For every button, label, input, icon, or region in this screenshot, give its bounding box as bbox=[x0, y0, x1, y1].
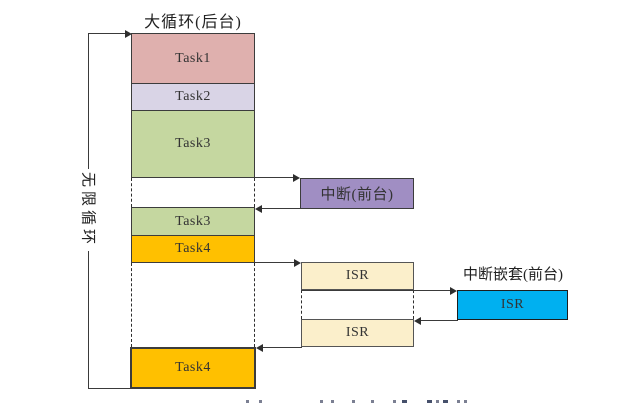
arrow-task4-to-isr-line bbox=[254, 262, 295, 263]
task2-block: Task2 bbox=[131, 83, 255, 111]
loop-bracket-top-line bbox=[88, 33, 125, 34]
arrow-isr-return-to-task4-line bbox=[262, 347, 302, 348]
arrow-nested-return-head-icon bbox=[414, 317, 421, 325]
loop-entry-arrowhead-icon bbox=[125, 30, 132, 38]
main-loop-title: 大循环(后台) bbox=[144, 14, 242, 31]
task3-block-second: Task3 bbox=[131, 207, 255, 236]
interrupt-foreground-block: 中断(前台) bbox=[300, 178, 414, 209]
arrow-isr-to-nested-line bbox=[301, 290, 451, 291]
task1-block: Task1 bbox=[131, 33, 255, 84]
arrow-interrupt-return-line bbox=[261, 208, 301, 209]
isr-gap-left-dashed-line bbox=[301, 290, 302, 319]
column-gap1-left-dashed-line bbox=[131, 178, 132, 207]
isr-block-nested: ISR bbox=[457, 290, 568, 320]
arrow-task3-to-interrupt-head-icon bbox=[293, 174, 300, 182]
isr-block-first: ISR bbox=[301, 262, 414, 290]
nested-interrupt-title: 中断嵌套(前台) bbox=[463, 267, 563, 283]
arrow-task3-to-interrupt-line bbox=[254, 177, 294, 178]
isr-gap-right-dashed-line bbox=[413, 290, 414, 319]
arrow-interrupt-return-head-icon bbox=[255, 205, 262, 213]
task3-block-first: Task3 bbox=[131, 110, 255, 178]
arrow-nested-return-line bbox=[421, 320, 458, 321]
arrow-isr-return-to-task4-head-icon bbox=[256, 344, 263, 352]
arrow-isr-to-nested-head-icon bbox=[450, 287, 457, 295]
column-gap1-right-dashed-line bbox=[254, 178, 255, 207]
loop-bracket-bottom-line bbox=[88, 388, 132, 389]
isr-block-second: ISR bbox=[301, 319, 414, 347]
column-gap2-right-dashed-line bbox=[254, 263, 255, 347]
task4-block-second: Task4 bbox=[130, 347, 256, 389]
infinite-loop-label: 无限循环 bbox=[77, 168, 101, 252]
arrow-task4-to-isr-head-icon bbox=[294, 259, 301, 267]
task4-block-first: Task4 bbox=[131, 235, 255, 263]
column-gap2-left-dashed-line bbox=[131, 263, 132, 347]
